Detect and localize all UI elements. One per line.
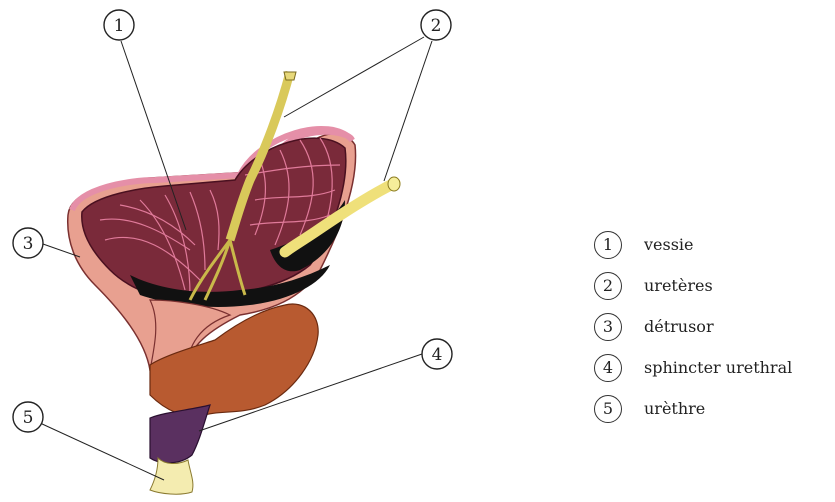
callout-1-number: 1 xyxy=(114,16,125,36)
callout-1: 1 xyxy=(104,10,134,40)
legend-item-ureteres: 2 uretères xyxy=(594,265,829,306)
callout-5: 5 xyxy=(13,402,43,432)
sphincter-purple xyxy=(150,405,210,463)
legend-item-detrusor: 3 détrusor xyxy=(594,306,829,347)
legend-label: urèthre xyxy=(644,399,705,418)
callout-4: 4 xyxy=(422,339,452,369)
legend-item-sphincter: 4 sphincter urethral xyxy=(594,347,829,388)
legend-number: 5 xyxy=(594,395,622,423)
legend-item-vessie: 1 vessie xyxy=(594,224,829,265)
callout-2: 2 xyxy=(421,10,451,40)
legend-number: 1 xyxy=(594,231,622,259)
legend-label: uretères xyxy=(644,276,713,295)
legend-item-urethre: 5 urèthre xyxy=(594,388,829,429)
ureter-left-tip xyxy=(284,72,296,80)
legend-label: détrusor xyxy=(644,317,714,336)
legend-label: sphincter urethral xyxy=(644,358,792,377)
legend: 1 vessie 2 uretères 3 détrusor 4 sphinct… xyxy=(594,224,829,429)
callout-2-number: 2 xyxy=(431,16,442,36)
legend-number: 2 xyxy=(594,272,622,300)
callout-4-number: 4 xyxy=(432,345,443,365)
legend-number: 4 xyxy=(594,354,622,382)
legend-number: 3 xyxy=(594,313,622,341)
callout-3: 3 xyxy=(13,228,43,258)
legend-label: vessie xyxy=(644,235,694,254)
callout-3-number: 3 xyxy=(23,234,34,254)
ureter-right-opening xyxy=(388,177,400,191)
callout-5-number: 5 xyxy=(23,408,34,428)
